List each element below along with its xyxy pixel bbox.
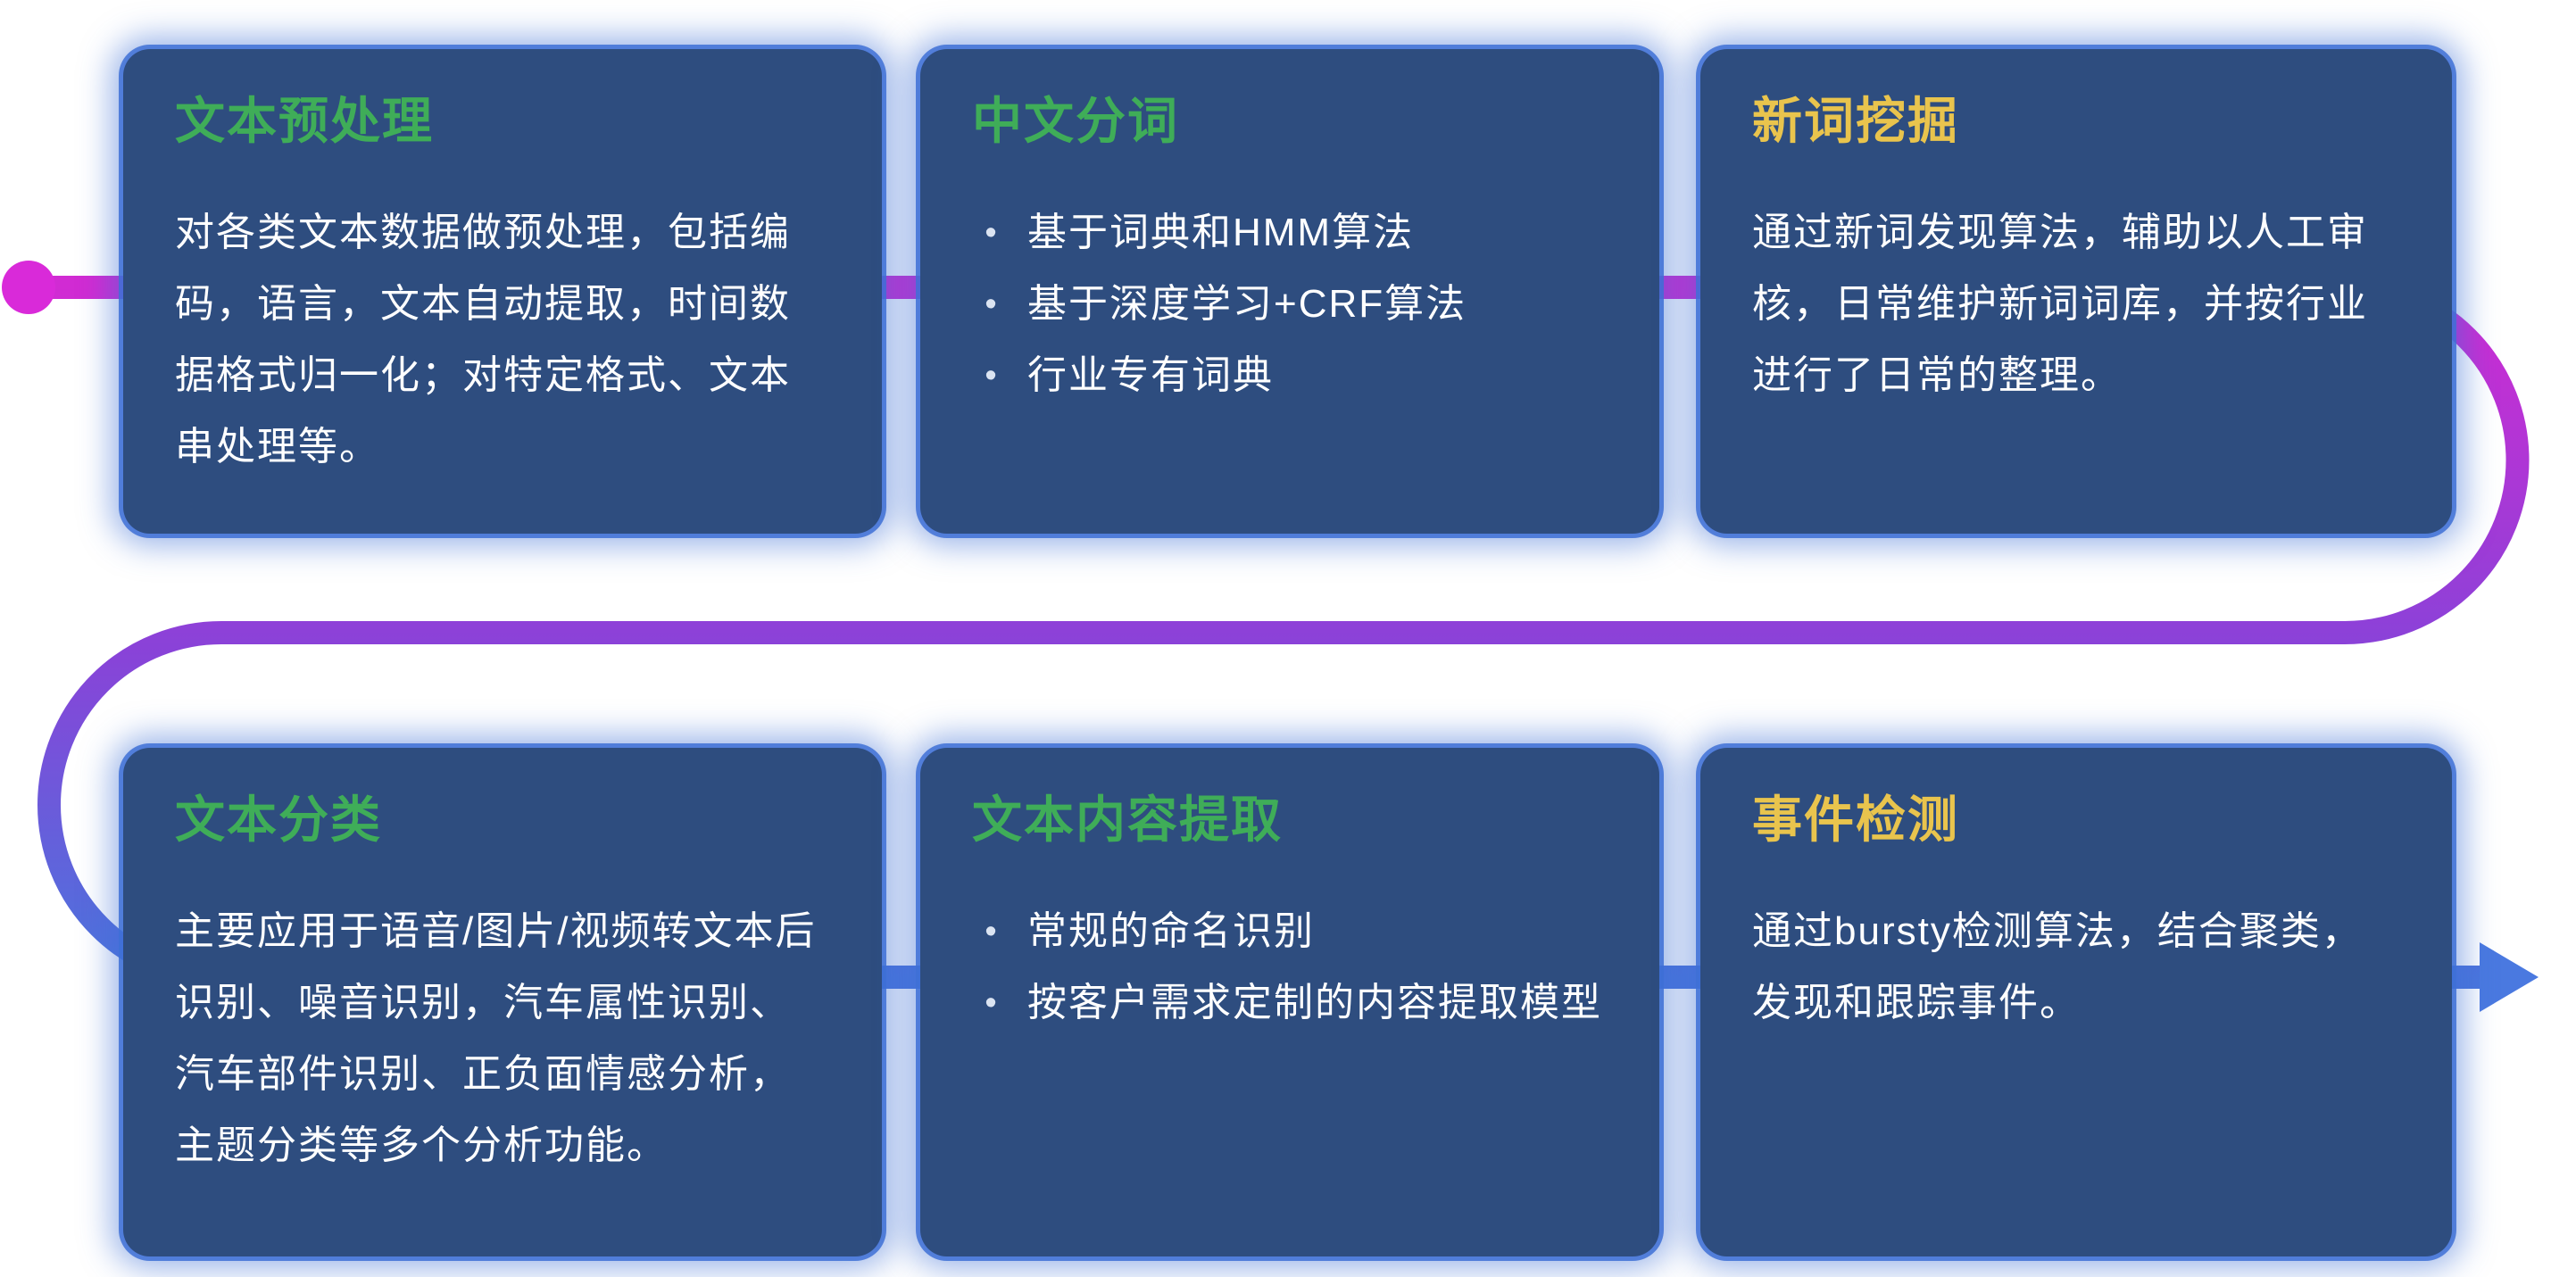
card-title: 文本分类 xyxy=(175,792,382,848)
list-item: • 按客户需求定制的内容提取模型 xyxy=(972,967,1608,1039)
card-new-word-mining: 新词挖掘 通过新词发现算法，辅助以人工审核，日常维护新词词库，并按行业进行了日常… xyxy=(1700,49,2452,534)
card-paragraph: 对各类文本数据做预处理，包括编码，语言，文本自动提取，时间数据格式归一化；对特定… xyxy=(175,211,791,469)
card-paragraph: 主要应用于语音/图片/视频转文本后识别、噪音识别，汽车属性识别、汽车部件识别、正… xyxy=(175,909,817,1167)
bullet-icon: • xyxy=(985,984,999,1022)
pipeline-path xyxy=(15,276,2530,989)
card-text-preprocessing: 文本预处理 对各类文本数据做预处理，包括编码，语言，文本自动提取，时间数据格式归… xyxy=(123,49,882,534)
card-title: 新词挖掘 xyxy=(1752,93,1959,149)
bullet-icon: • xyxy=(985,214,999,252)
card-paragraph: 通过bursty检测算法，结合聚类，发现和跟踪事件。 xyxy=(1752,909,2363,1024)
card-text-classification: 文本分类 主要应用于语音/图片/视频转文本后识别、噪音识别，汽车属性识别、汽车部… xyxy=(123,748,882,1256)
card-title: 文本内容提取 xyxy=(972,792,1283,848)
list-item: • 基于深度学习+CRF算法 xyxy=(972,269,1608,340)
list-item: • 基于词典和HMM算法 xyxy=(972,197,1608,269)
bullet-text: 行业专有词典 xyxy=(1027,353,1274,397)
bullet-icon: • xyxy=(985,286,999,323)
arrow-icon xyxy=(2480,942,2539,1012)
card-paragraph: 通过新词发现算法，辅助以人工审核，日常维护新词词库，并按行业进行了日常的整理。 xyxy=(1752,211,2368,397)
start-dot-icon xyxy=(2,261,55,314)
card-title: 文本预处理 xyxy=(175,93,434,149)
bullet-list: • 常规的命名识别 • 按客户需求定制的内容提取模型 xyxy=(972,896,1608,1039)
card-event-detection: 事件检测 通过bursty检测算法，结合聚类，发现和跟踪事件。 xyxy=(1700,748,2452,1256)
bullet-text: 按客户需求定制的内容提取模型 xyxy=(1027,981,1602,1024)
bullet-text: 常规的命名识别 xyxy=(1027,909,1315,953)
card-title: 中文分词 xyxy=(972,93,1179,149)
list-item: • 行业专有词典 xyxy=(972,340,1608,411)
bullet-list: • 基于词典和HMM算法 • 基于深度学习+CRF算法 • 行业专有词典 xyxy=(972,197,1608,411)
bullet-text: 基于词典和HMM算法 xyxy=(1027,211,1415,254)
bullet-text: 基于深度学习+CRF算法 xyxy=(1027,282,1467,326)
card-title: 事件检测 xyxy=(1752,792,1959,848)
card-chinese-word-segmentation: 中文分词 • 基于词典和HMM算法 • 基于深度学习+CRF算法 • 行业专有词… xyxy=(920,49,1659,534)
bullet-icon: • xyxy=(985,913,999,950)
bullet-icon: • xyxy=(985,357,999,394)
list-item: • 常规的命名识别 xyxy=(972,896,1608,967)
card-text-content-extraction: 文本内容提取 • 常规的命名识别 • 按客户需求定制的内容提取模型 xyxy=(920,748,1659,1256)
